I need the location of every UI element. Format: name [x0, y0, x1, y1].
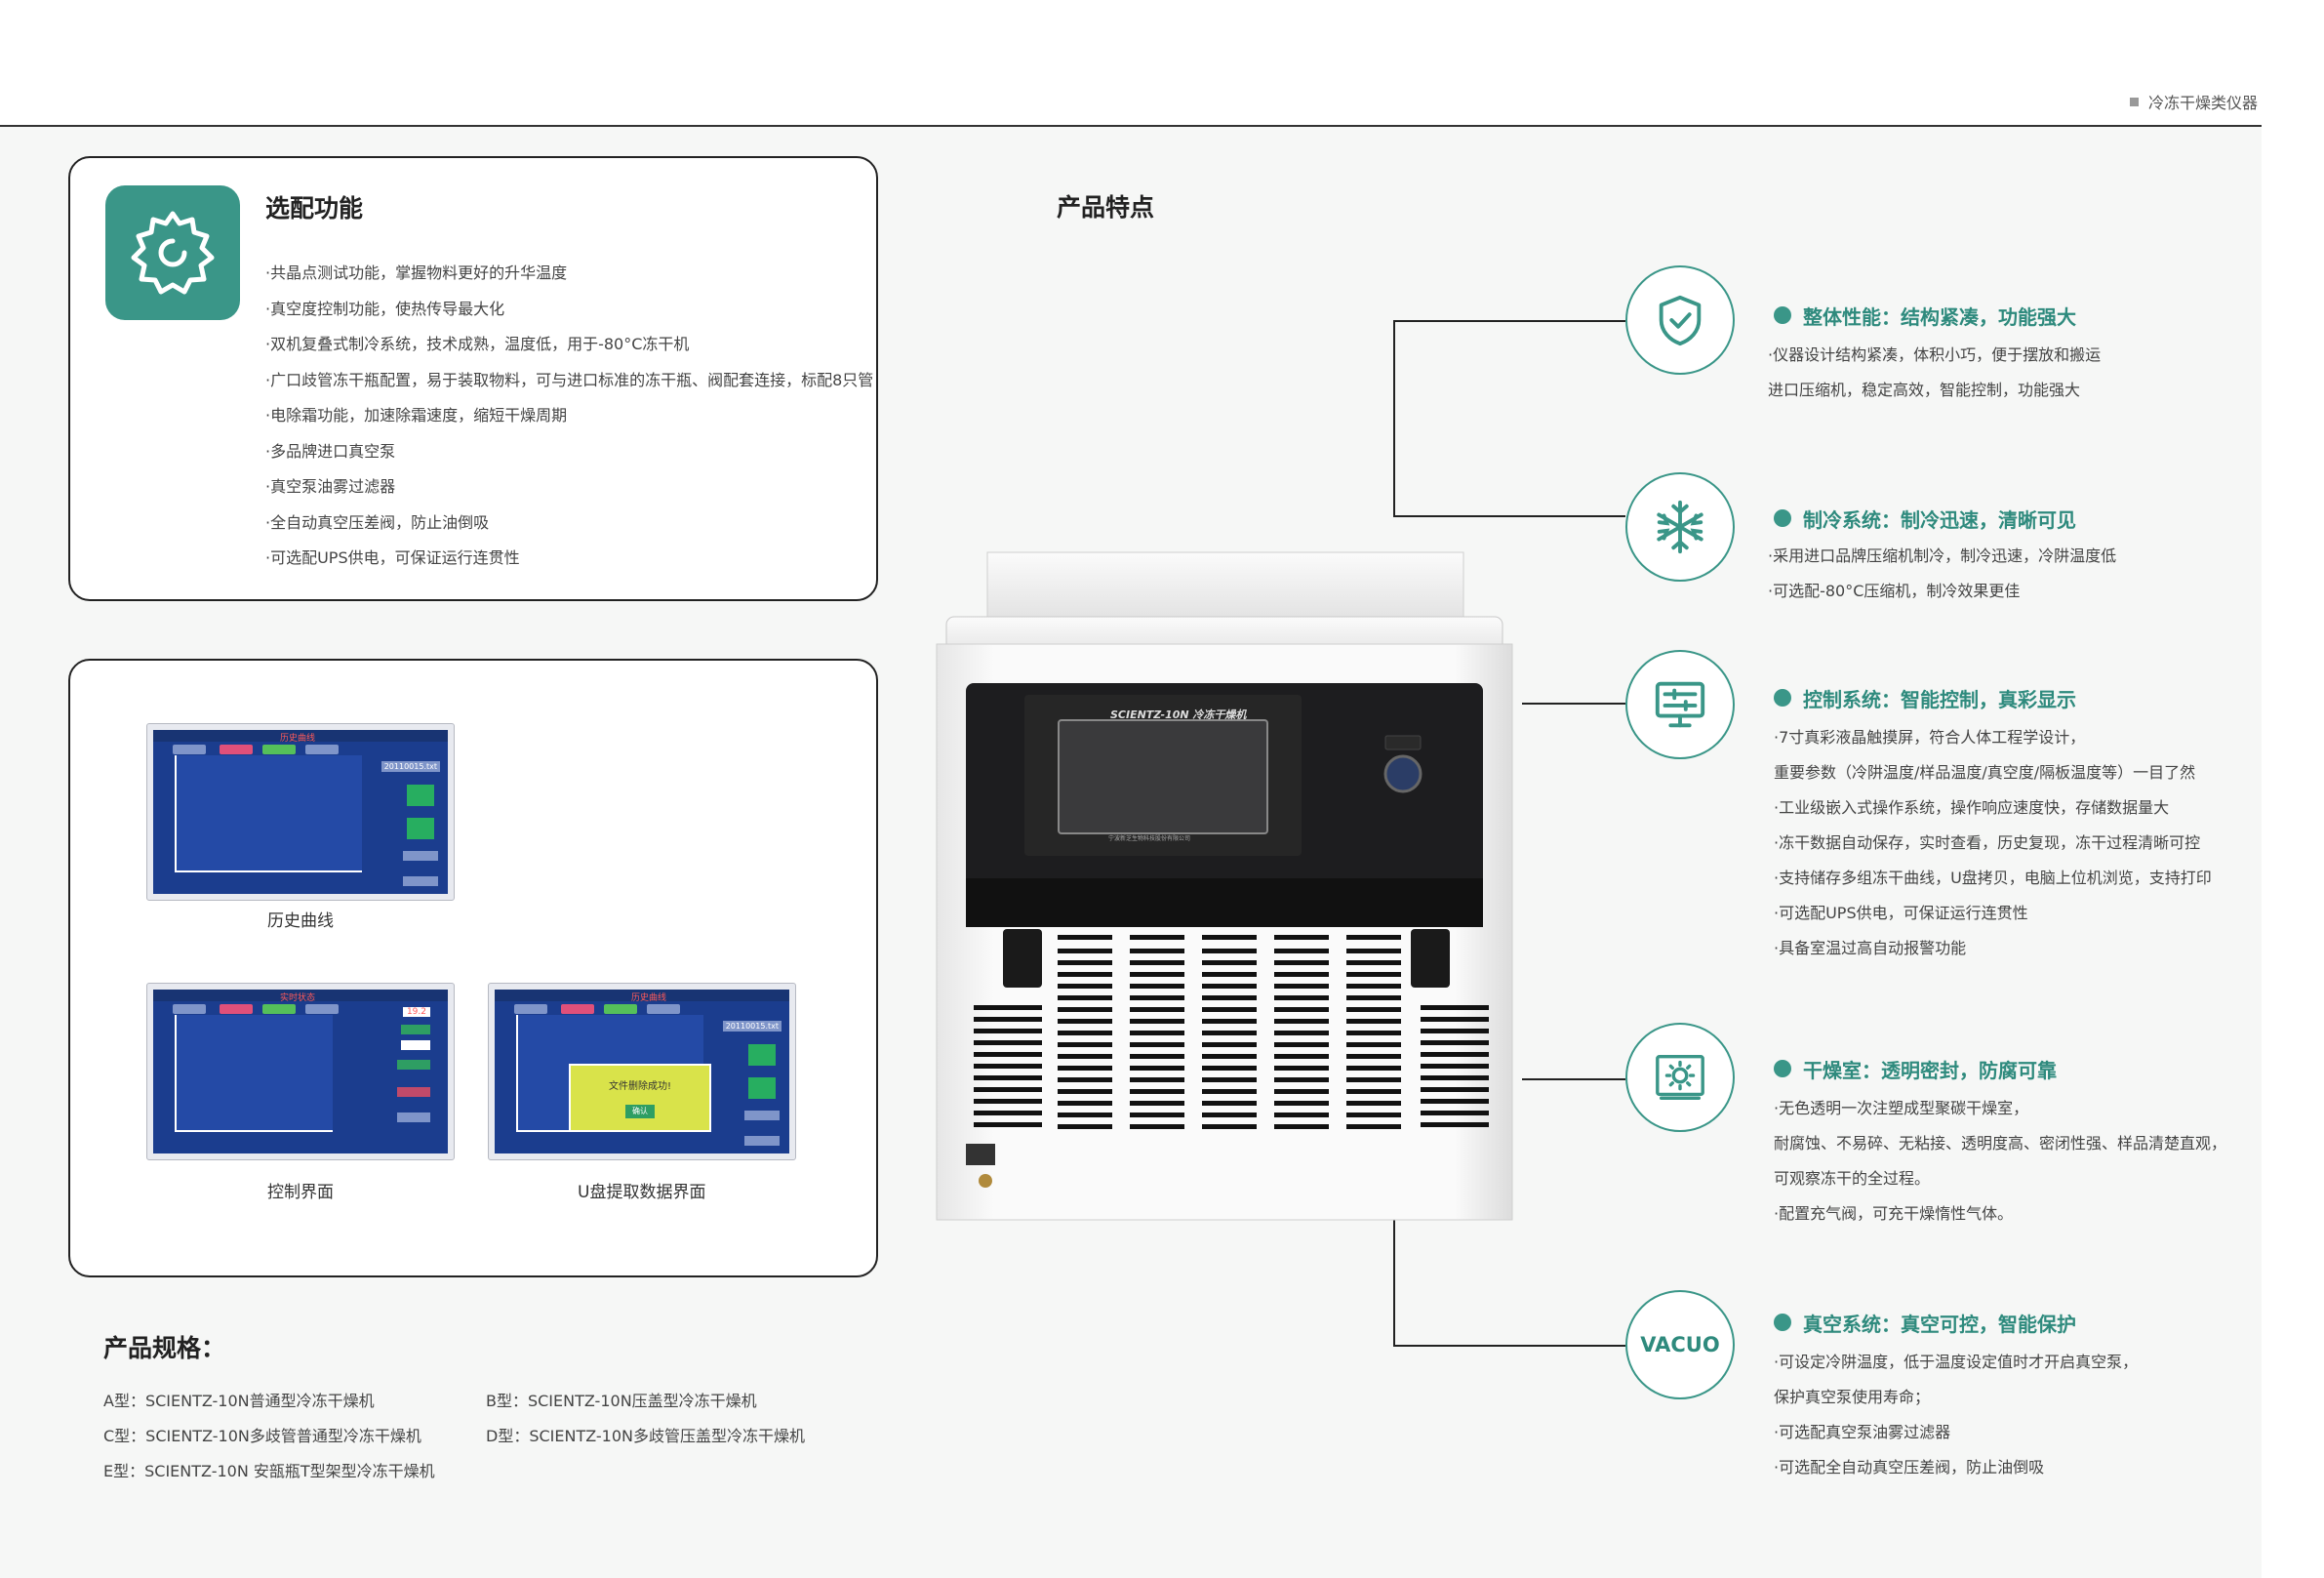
arrow-right-icon	[407, 818, 434, 839]
bullet-dot-icon	[1774, 509, 1791, 527]
feature-line: ·可选配真空泵油雾过滤器	[1774, 1423, 1951, 1441]
monitor-sliders-icon	[1655, 681, 1705, 728]
dialog-message: 文件删除成功!	[608, 1081, 671, 1092]
usb-caption: U盘提取数据界面	[578, 1183, 706, 1202]
options-item: ·电除霜功能，加速除霜速度，缩短干燥周期	[265, 406, 568, 425]
device-model-label: SCIENTZ-10N 冷冻干燥机	[1110, 708, 1247, 721]
control-caption: 控制界面	[267, 1183, 334, 1202]
feature-circle-chamber	[1625, 1023, 1735, 1132]
feature-line: ·仪器设计结构紧凑，体积小巧，便于摆放和搬运	[1768, 345, 2102, 364]
connector-line	[1393, 1345, 1625, 1347]
arrow-left-icon	[407, 785, 434, 806]
feature-heading: 干燥室：透明密封，防腐可靠	[1803, 1059, 2057, 1082]
vacuo-label: VACUO	[1640, 1333, 1720, 1356]
file-name: 20110015.txt	[381, 761, 440, 772]
spec-b: B型：SCIENTZ-10N压盖型冷冻干燥机	[486, 1392, 757, 1410]
spec-e: E型：SCIENTZ-10N 安瓿瓶T型架型冷冻干燥机	[103, 1462, 435, 1480]
connector-line	[1522, 703, 1625, 705]
freeze-dryer-illustration	[936, 551, 1513, 1221]
screen-title: 实时状态	[280, 993, 316, 1003]
feature-heading: 控制系统：智能控制，真彩显示	[1803, 688, 2076, 711]
connector-line	[1393, 515, 1625, 517]
feature-circle-control	[1625, 650, 1735, 759]
options-title: 选配功能	[265, 194, 364, 223]
drying-chamber-icon	[1656, 1055, 1704, 1100]
dialog-confirm-button[interactable]: 确认	[625, 1105, 655, 1118]
feature-line: 重要参数（冷阱温度/样品温度/真空度/隔板温度等）一目了然	[1774, 763, 2196, 782]
feature-line: ·工业级嵌入式操作系统，操作响应速度快，存储数据量大	[1774, 798, 2170, 817]
gear-icon	[131, 211, 215, 295]
delete-success-dialog: 文件删除成功! 确认	[569, 1064, 711, 1132]
category-label: 冷冻干燥类仪器	[2147, 94, 2258, 112]
snowflake-icon	[1657, 500, 1703, 554]
connector-line	[1393, 320, 1625, 322]
options-item: ·可选配UPS供电，可保证运行连贯性	[265, 548, 520, 567]
screen-title: 历史曲线	[280, 734, 316, 744]
options-item: ·真空度控制功能，使热传导最大化	[265, 299, 505, 318]
category-breadcrumb: 冷冻干燥类仪器	[2129, 90, 2258, 113]
feature-line: ·配置充气阀，可充干燥惰性气体。	[1774, 1204, 2014, 1223]
connector-line	[1393, 1195, 1395, 1347]
options-card: 选配功能 ·共晶点测试功能，掌握物料更好的升华温度 ·真空度控制功能，使热传导最…	[68, 156, 878, 601]
options-item: ·共晶点测试功能，掌握物料更好的升华温度	[265, 263, 568, 282]
feature-line: ·7寸真彩液晶触摸屏，符合人体工程学设计，	[1774, 728, 2086, 747]
feature-line: 可观察冻干的全过程。	[1774, 1169, 1931, 1188]
file-name: 20110015.txt	[722, 1021, 781, 1032]
options-icon-tile	[105, 185, 240, 320]
header-rule	[0, 125, 2262, 127]
feature-line: ·可选配-80°C压缩机，制冷效果更佳	[1768, 582, 2021, 600]
connector-line	[1393, 320, 1395, 515]
feature-line: ·支持储存多组冻干曲线，U盘拷贝，电脑上位机浏览，支持打印	[1774, 869, 2212, 887]
connector-line	[1522, 1078, 1625, 1080]
screen-title: 历史曲线	[631, 993, 667, 1003]
bullet-dot-icon	[1774, 1314, 1791, 1331]
control-screen: 实时状态 19.2	[146, 983, 455, 1160]
sample-value: 19.2	[402, 1007, 430, 1017]
options-item: ·全自动真空压差阀，防止油倒吸	[265, 512, 490, 532]
square-bullet-icon	[2129, 97, 2139, 106]
usb-export-screen: 历史曲线 20110015.txt 文件删除成功! 确认	[488, 983, 796, 1160]
bullet-dot-icon	[1774, 1060, 1791, 1077]
feature-line: ·具备室温过高自动报警功能	[1774, 939, 1967, 957]
bullet-dot-icon	[1774, 306, 1791, 324]
device-company-label: 宁波新芝生物科技股份有限公司	[1108, 835, 1191, 842]
feature-line: ·采用进口品牌压缩机制冷，制冷迅速，冷阱温度低	[1768, 546, 2117, 565]
spec-a: A型：SCIENTZ-10N普通型冷冻干燥机	[103, 1392, 375, 1410]
shield-check-icon	[1659, 295, 1702, 346]
feature-circle-overall	[1625, 265, 1735, 375]
options-item: ·真空泵油雾过滤器	[265, 477, 396, 496]
feature-line: 进口压缩机，稳定高效，智能控制，功能强大	[1768, 381, 2081, 399]
options-list: ·共晶点测试功能，掌握物料更好的升华温度 ·真空度控制功能，使热传导最大化 ·双…	[265, 256, 873, 577]
feature-circle-vacuum: VACUO	[1625, 1290, 1735, 1399]
options-item: ·双机复叠式制冷系统，技术成熟，温度低，用于-80°C冻干机	[265, 335, 690, 353]
spec-d: D型：SCIENTZ-10N多歧管压盖型冷冻干燥机	[486, 1427, 806, 1445]
feature-line: 保护真空泵使用寿命；	[1774, 1388, 1931, 1406]
features-title: 产品特点	[1057, 193, 1155, 222]
freeze-dryer-device: SCIENTZ-10N 冷冻干燥机 宁波新芝生物科技股份有限公司	[927, 546, 1522, 1230]
feature-line: ·无色透明一次注塑成型聚碳干燥室，	[1774, 1099, 2029, 1117]
feature-line: 耐腐蚀、不易碎、无粘接、透明度高、密闭性强、样品清楚直观，	[1774, 1134, 2227, 1153]
options-item: ·广口歧管冻干瓶配置，易于装取物料，可与进口标准的冻干瓶、阀配套连接，标配8只管	[265, 370, 874, 389]
options-item: ·多品牌进口真空泵	[265, 441, 396, 461]
spec-c: C型：SCIENTZ-10N多歧管普通型冷冻干燥机	[103, 1427, 421, 1445]
feature-heading: 整体性能：结构紧凑，功能强大	[1803, 305, 2076, 329]
history-curve-screen: 历史曲线 20110015.txt	[146, 723, 455, 901]
feature-circle-cooling	[1625, 472, 1735, 582]
feature-line: ·冻干数据自动保存，实时查看，历史复现，冻干过程清晰可控	[1774, 833, 2201, 852]
feature-heading: 真空系统：真空可控，智能保护	[1803, 1313, 2076, 1336]
feature-line: ·可选配UPS供电，可保证运行连贯性	[1774, 904, 2028, 922]
feature-line: ·可选配全自动真空压差阀，防止油倒吸	[1774, 1458, 2045, 1477]
feature-heading: 制冷系统：制冷迅速，清晰可见	[1803, 508, 2076, 532]
arrow-left-icon	[748, 1044, 776, 1066]
arrow-right-icon	[748, 1077, 776, 1099]
screenshots-card: 历史曲线 20110015.txt 历史曲线 实时状态 19.2	[68, 659, 878, 1277]
specs-title: 产品规格：	[103, 1334, 226, 1362]
history-caption: 历史曲线	[267, 911, 334, 931]
bullet-dot-icon	[1774, 689, 1791, 707]
feature-line: ·可设定冷阱温度，低于温度设定值时才开启真空泵，	[1774, 1353, 2139, 1371]
